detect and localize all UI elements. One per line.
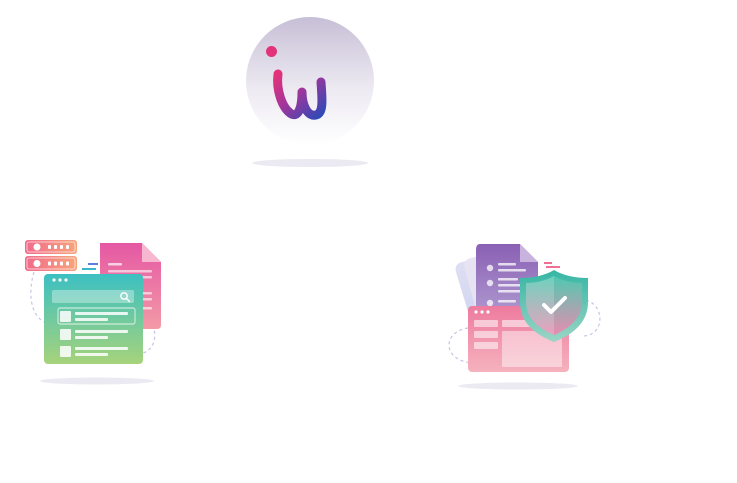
search-documents-icon <box>25 240 161 385</box>
security-shield-illustration <box>438 236 608 396</box>
logo <box>236 12 386 172</box>
search-documents-illustration <box>18 232 168 392</box>
security-shield-icon <box>448 244 601 390</box>
iw-logo-icon <box>246 17 374 167</box>
